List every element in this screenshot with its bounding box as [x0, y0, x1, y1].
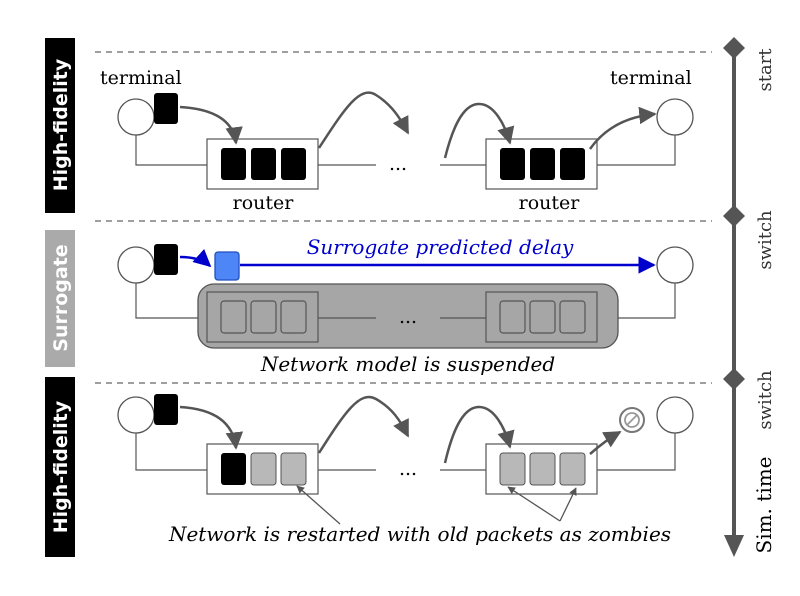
- packet-slot: [250, 300, 277, 334]
- timeline-label-switch: switch: [755, 370, 776, 430]
- terminal-right: [656, 396, 694, 434]
- arrow: [588, 106, 657, 150]
- terminal-left: [117, 396, 155, 434]
- packet-black: [281, 148, 306, 180]
- band-high-fidelity-bottom: High-fidelity: [45, 377, 75, 557]
- ellipsis: ...: [399, 306, 417, 328]
- arrow: [317, 395, 410, 454]
- packet-black: [560, 148, 585, 180]
- timeline: start switch switch Sim. time: [723, 37, 776, 557]
- ellipsis: ...: [389, 153, 407, 175]
- packet-slot: [280, 300, 307, 334]
- packet-slot: [559, 300, 586, 334]
- arrow: [179, 105, 243, 145]
- pointer: [507, 486, 561, 522]
- packet-zombie: [250, 452, 277, 486]
- timeline-diamond-switch1: [723, 205, 745, 227]
- packet-slot: [529, 300, 556, 334]
- arrow-blue: [179, 248, 212, 268]
- link: [135, 135, 207, 166]
- packet-zombie: [280, 452, 307, 486]
- arrow: [443, 405, 515, 464]
- section-middle: ... Surrogate predicted delay Network mo…: [117, 235, 694, 376]
- surrogate-packet: [214, 251, 240, 281]
- section-bottom: ... Network is restarted with old packet…: [117, 394, 694, 546]
- packet-black: [251, 148, 276, 180]
- band-label: High-fidelity: [50, 400, 72, 533]
- terminal-right: [656, 246, 694, 284]
- ellipsis: ...: [399, 458, 417, 480]
- band-surrogate: Surrogate: [45, 230, 75, 367]
- band-high-fidelity-top: High-fidelity: [45, 38, 75, 213]
- timeline-label-switch: switch: [755, 210, 776, 270]
- packet-black: [221, 453, 246, 485]
- packet-black: [221, 148, 246, 180]
- link: [597, 135, 676, 166]
- packet-black: [500, 148, 525, 180]
- surrogate-predicted-label: Surrogate predicted delay: [307, 235, 574, 259]
- zombies-label: Network is restarted with old packets as…: [168, 522, 671, 546]
- arrow: [589, 430, 622, 455]
- terminal-left: [117, 246, 155, 284]
- arrow: [179, 405, 244, 450]
- terminal-label-right: terminal: [610, 67, 692, 89]
- pointer: [559, 487, 577, 522]
- router-label-left: router: [233, 192, 295, 214]
- terminal-left: [117, 98, 155, 136]
- packet-zombie: [529, 452, 556, 486]
- packet-black: [154, 93, 178, 124]
- router-label-right: router: [519, 192, 581, 214]
- terminal-right: [656, 98, 694, 136]
- band-label: High-fidelity: [50, 58, 72, 191]
- link: [135, 283, 207, 319]
- packet-black: [530, 148, 555, 180]
- prohibited-icon: [619, 407, 645, 433]
- terminal-label-left: terminal: [100, 67, 182, 89]
- timeline-diamond-start: [723, 37, 745, 59]
- link: [597, 433, 676, 471]
- arrow: [443, 102, 515, 159]
- timeline-label-start: start: [755, 48, 776, 92]
- packet-black: [154, 244, 178, 275]
- suspended-label: Network model is suspended: [260, 352, 555, 376]
- packet-slot: [499, 300, 526, 334]
- arrow: [317, 91, 410, 149]
- band-label: Surrogate: [50, 244, 72, 351]
- link: [135, 433, 207, 471]
- timeline-label-axis: Sim. time: [752, 456, 776, 553]
- packet-zombie: [559, 452, 586, 486]
- timeline-arrowhead: [724, 535, 744, 557]
- timeline-diamond-switch2: [723, 368, 745, 390]
- pointer: [296, 485, 341, 525]
- section-top: terminal terminal ... router router: [100, 67, 694, 214]
- link: [597, 283, 676, 319]
- packet-black: [154, 394, 178, 425]
- packet-zombie: [499, 452, 526, 486]
- packet-slot: [220, 300, 247, 334]
